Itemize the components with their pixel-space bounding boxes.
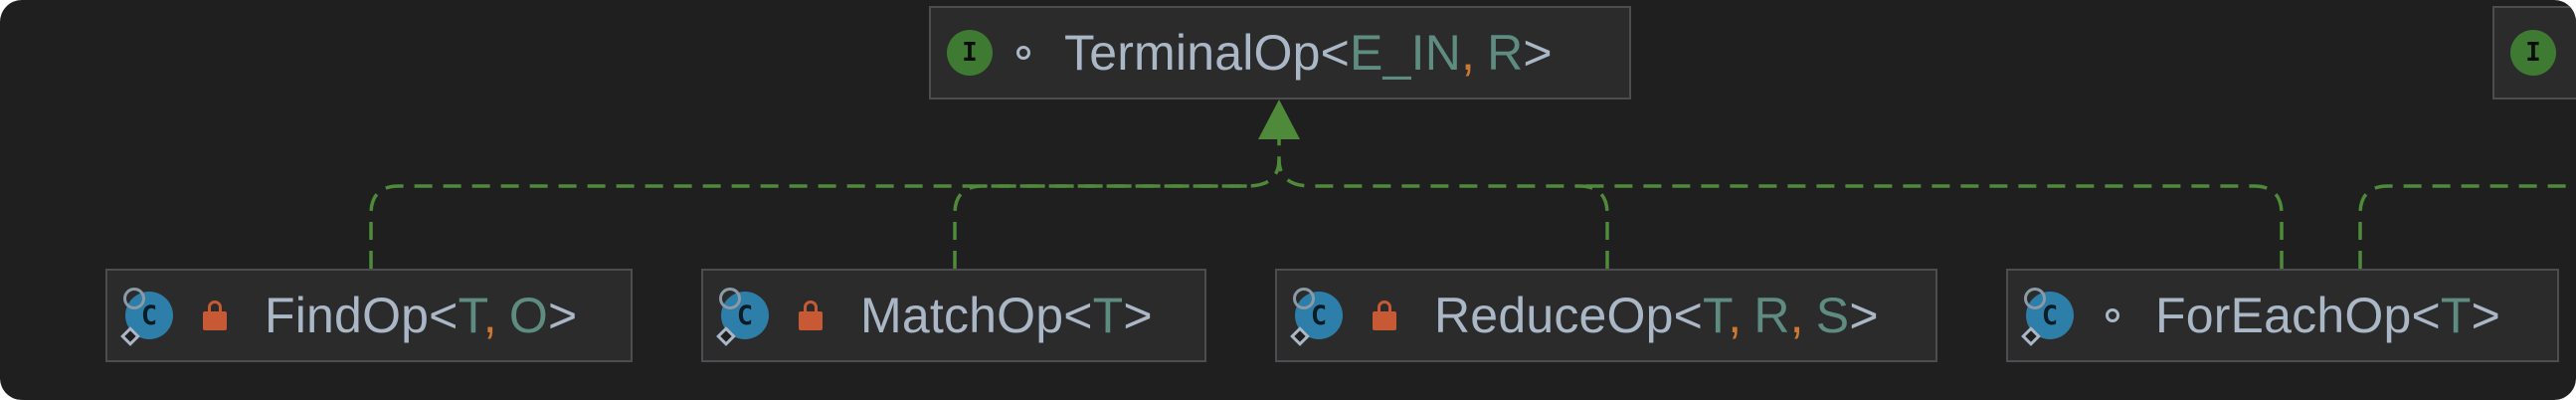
- class-name: FindOp: [265, 288, 430, 343]
- interface-icon: I: [2510, 30, 2556, 76]
- generic-open: <: [1673, 288, 1704, 343]
- type-param-separator: ,: [482, 288, 497, 343]
- node-terminal-op[interactable]: I TerminalOp<E_IN,R>: [929, 6, 1631, 100]
- generic-close: >: [547, 288, 578, 343]
- abstract-mark-icon: [719, 288, 741, 309]
- class-name: MatchOp: [860, 288, 1064, 343]
- type-param-separator: ,: [1461, 25, 1476, 81]
- node-for-each-op[interactable]: C ForEachOp<T>: [2006, 269, 2559, 362]
- lock-icon: [799, 300, 823, 330]
- abstract-class-icon: C: [2021, 288, 2076, 346]
- generic-close: >: [1123, 288, 1153, 343]
- type-param: T: [1703, 288, 1729, 343]
- edge-findop-terminalop: [369, 139, 1281, 269]
- abstract-mark-icon: [1293, 288, 1315, 309]
- interface-icon: I: [947, 30, 993, 76]
- type-param: E_IN: [1350, 25, 1462, 81]
- type-param: O: [508, 288, 548, 343]
- generic-open: <: [429, 288, 459, 343]
- generic-open: <: [2411, 288, 2441, 343]
- abstract-class-icon: C: [716, 288, 771, 346]
- edge-foreachop-partial-interface: [2358, 184, 2576, 269]
- class-name: TerminalOp: [1064, 25, 1321, 81]
- class-name: ReduceOp: [1434, 288, 1674, 343]
- type-param: T: [1092, 288, 1124, 343]
- generic-close: >: [2471, 288, 2501, 343]
- type-param: R: [1487, 25, 1524, 81]
- node-title: TerminalOp<E_IN,R>: [1064, 24, 1553, 82]
- node-partial-interface[interactable]: I: [2492, 6, 2576, 100]
- node-find-op[interactable]: C FindOp<T,O>: [105, 269, 633, 362]
- package-private-visibility-icon: [2106, 308, 2119, 322]
- node-title: ReduceOp<T,R,S>: [1434, 287, 1879, 344]
- implements-arrowhead: [1258, 100, 1300, 139]
- abstract-mark-icon: [123, 288, 145, 309]
- lock-icon: [203, 300, 227, 330]
- node-title: MatchOp<T>: [860, 287, 1153, 344]
- type-param-separator: ,: [1728, 288, 1743, 343]
- type-param: T: [458, 288, 483, 343]
- type-param-separator: ,: [1789, 288, 1804, 343]
- edge-reduceop-terminalop: [1277, 158, 1609, 269]
- abstract-class-icon: C: [120, 288, 175, 346]
- node-title: ForEachOp<T>: [2155, 287, 2500, 344]
- generic-open: <: [1320, 25, 1351, 81]
- type-param: S: [1815, 288, 1850, 343]
- abstract-class-icon: C: [1290, 288, 1345, 346]
- abstract-mark-icon: [2024, 288, 2046, 309]
- edge-matchop-terminalop: [953, 184, 1247, 269]
- generic-close: >: [1849, 288, 1879, 343]
- generic-open: <: [1063, 288, 1093, 343]
- edge-foreachop-terminalop: [1579, 184, 2284, 269]
- type-param: T: [2440, 288, 2472, 343]
- type-param: R: [1753, 288, 1790, 343]
- package-private-visibility-icon: [1016, 46, 1030, 60]
- node-title: FindOp<T,O>: [265, 287, 577, 344]
- node-reduce-op[interactable]: C ReduceOp<T,R,S>: [1275, 269, 1937, 362]
- generic-close: >: [1523, 25, 1553, 81]
- node-match-op[interactable]: C MatchOp<T>: [701, 269, 1206, 362]
- lock-icon: [1373, 300, 1396, 330]
- class-name: ForEachOp: [2155, 288, 2412, 343]
